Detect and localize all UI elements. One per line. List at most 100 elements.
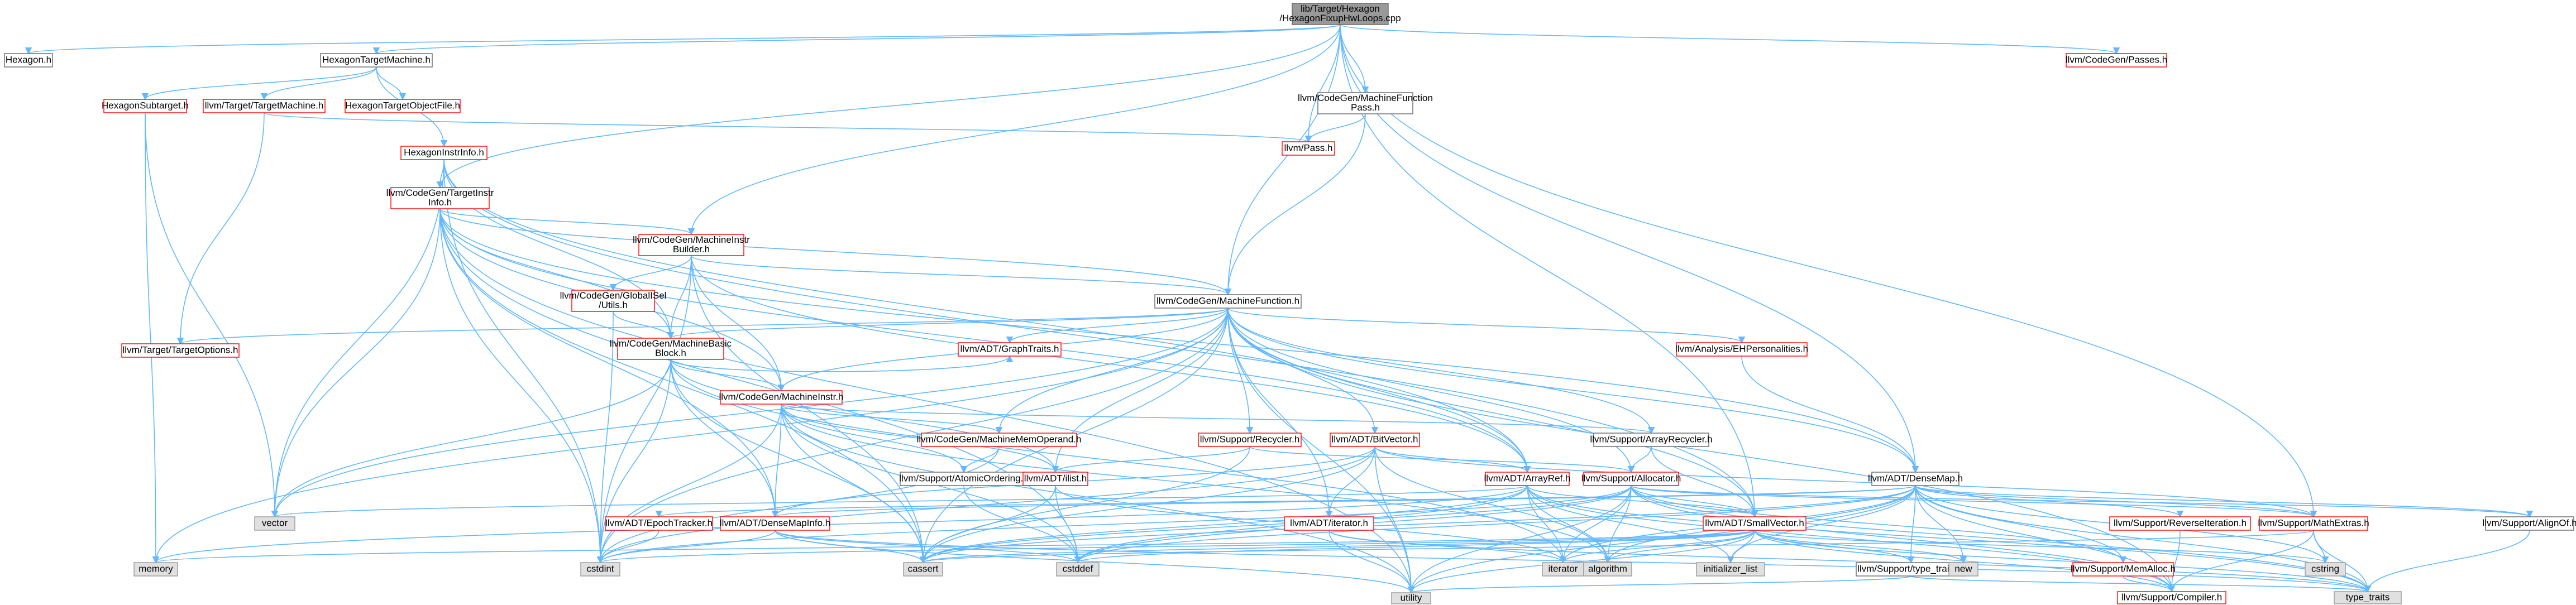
node-array_recycler[interactable]: llvm/Support/ArrayRecycler.h — [1590, 433, 1713, 447]
node-label: llvm/ADT/GraphTraits.h — [960, 344, 1059, 354]
node-label: Hexagon.h — [6, 55, 51, 65]
node-machine_mem_operand[interactable]: llvm/CodeGen/MachineMemOperand.h — [917, 433, 1082, 447]
node-cassert[interactable]: cassert — [903, 562, 943, 577]
node-label: Block.h — [655, 348, 686, 358]
edge-small_vector-to-cstddef — [1074, 530, 1755, 564]
node-codegen_passes[interactable]: llvm/CodeGen/Passes.h — [2066, 53, 2167, 68]
node-eh_personalities[interactable]: llvm/Analysis/EHPersonalities.h — [1675, 342, 1808, 357]
node-box — [1703, 516, 1806, 531]
node-new[interactable]: new — [1948, 562, 1978, 577]
node-hexagon_subtarget[interactable]: HexagonSubtarget.h — [102, 99, 189, 113]
edge-root-to-hexagon_target_machine — [373, 24, 1341, 55]
edge-hexagon_subtarget-to-memory — [145, 112, 160, 564]
node-box — [1154, 294, 1302, 309]
node-label: Info.h — [428, 197, 452, 208]
edge-small_vector-to-algorithm — [1604, 530, 1755, 564]
edge-root-to-target_instr_info — [436, 24, 1341, 189]
node-iterator[interactable]: iterator — [1542, 562, 1584, 577]
node-alignof[interactable]: llvm/Support/AlignOf.h — [2482, 516, 2576, 531]
edge-hexagon_target_machine-to-hexagon_subtarget — [141, 66, 377, 100]
edge-machine_function-to-target_options — [177, 308, 1229, 345]
node-type_traits_h[interactable]: llvm/Support/type_traits.h — [1856, 562, 1966, 577]
edge-target_instr_info-to-utility — [439, 208, 1415, 594]
edge-globalisel_utils-to-machine_basic_block — [613, 311, 675, 339]
node-type_traits[interactable]: type_traits — [2334, 591, 2402, 604]
node-target_machine[interactable]: llvm/Target/TargetMachine.h — [203, 99, 326, 113]
node-box — [103, 99, 187, 113]
node-adt_iterator[interactable]: llvm/ADT/iterator.h — [1284, 516, 1374, 531]
node-vector[interactable]: vector — [254, 516, 295, 531]
node-pass_h[interactable]: llvm/Pass.h — [1282, 141, 1335, 156]
node-box — [1583, 562, 1632, 577]
node-box — [1676, 342, 1808, 357]
edge-machine_instr-to-dense_map_info — [771, 404, 782, 518]
edge-machine_function-to-bitvector — [1227, 308, 1379, 434]
edge-machine_instr-to-ilist — [781, 404, 1059, 473]
edge-machine_function-to-utility — [1227, 308, 1415, 594]
node-graph_traits[interactable]: llvm/ADT/GraphTraits.h — [958, 342, 1062, 357]
node-label: llvm/Pass.h — [1284, 143, 1333, 153]
node-hexagon_target_object_file[interactable]: HexagonTargetObjectFile.h — [345, 99, 461, 113]
node-algorithm[interactable]: algorithm — [1583, 562, 1632, 577]
node-label: llvm/Support/AlignOf.h — [2482, 518, 2576, 529]
node-label: llvm/ADT/iterator.h — [1290, 518, 1368, 529]
node-math_extras[interactable]: llvm/Support/MathExtras.h — [2258, 516, 2369, 531]
edge-machine_instr-to-atomic_ordering — [781, 404, 968, 473]
node-hexagon_h[interactable]: Hexagon.h — [4, 53, 53, 68]
node-atomic_ordering[interactable]: llvm/Support/AtomicOrdering.h — [899, 472, 1029, 486]
edge-adt_iterator-to-utility — [1328, 530, 1415, 594]
edge-machine_instr-to-algorithm — [781, 404, 1612, 564]
node-array_ref[interactable]: llvm/ADT/ArrayRef.h — [1484, 472, 1571, 486]
node-cstdint[interactable]: cstdint — [580, 562, 620, 577]
edge-alignof-to-type_traits — [2364, 530, 2530, 593]
node-recycler[interactable]: llvm/Support/Recycler.h — [1198, 433, 1302, 447]
node-globalisel_utils[interactable]: llvm/CodeGen/GlobalISel/Utils.h — [560, 290, 667, 312]
node-epoch_tracker[interactable]: llvm/ADT/EpochTracker.h — [605, 516, 713, 531]
edge-machine_basic_block-to-graph_traits — [670, 355, 1014, 372]
node-bitvector[interactable]: llvm/ADT/BitVector.h — [1330, 433, 1420, 447]
node-label: Builder.h — [673, 244, 710, 255]
node-hexagon_instr_info[interactable]: HexagonInstrInfo.h — [400, 146, 488, 160]
edge-array_recycler-to-small_vector — [1651, 446, 1758, 518]
node-label: llvm/Support/ReverseIteration.h — [2114, 518, 2247, 529]
edge-machine_instr_builder-to-cassert — [691, 255, 927, 564]
node-utility[interactable]: utility — [1391, 592, 1431, 604]
node-box — [2334, 591, 2402, 604]
node-dense_map[interactable]: llvm/ADT/DenseMap.h — [1868, 472, 1963, 486]
node-hexagon_target_machine[interactable]: HexagonTargetMachine.h — [320, 53, 433, 68]
node-machine_instr[interactable]: llvm/CodeGen/MachineInstr.h — [719, 390, 844, 405]
edge-small_vector-to-cstdint — [597, 530, 1755, 564]
edge-type_traits_h-to-type_traits — [1910, 575, 2371, 593]
edge-target_instr_info-to-cstddef — [439, 208, 1082, 564]
node-ilist[interactable]: llvm/ADT/ilist.h — [1022, 472, 1088, 486]
edge-array_ref-to-memory — [152, 485, 1528, 564]
node-label: cstddef — [1063, 564, 1093, 574]
node-allocator[interactable]: llvm/Support/Allocator.h — [1581, 472, 1681, 486]
node-compiler[interactable]: llvm/Support/Compiler.h — [2117, 591, 2226, 604]
node-cstring[interactable]: cstring — [2305, 562, 2346, 577]
node-target_options[interactable]: llvm/Target/TargetOptions.h — [121, 343, 240, 358]
node-dense_map_info[interactable]: llvm/ADT/DenseMapInfo.h — [720, 516, 830, 531]
edge-target_instr_info-to-machine_basic_block — [439, 208, 675, 339]
node-box — [958, 342, 1062, 357]
edge-dense_map-to-epoch_tracker — [656, 485, 1916, 518]
node-reverse_iteration[interactable]: llvm/Support/ReverseIteration.h — [2109, 516, 2251, 531]
node-memory[interactable]: memory — [133, 562, 178, 577]
node-box — [2259, 516, 2368, 531]
node-machine_function[interactable]: llvm/CodeGen/MachineFunction.h — [1154, 294, 1302, 309]
node-cstddef[interactable]: cstddef — [1056, 562, 1100, 577]
edge-array_ref-to-vector — [271, 485, 1528, 518]
node-initializer_list[interactable]: initializer_list — [1696, 562, 1765, 577]
node-label: llvm/CodeGen/Passes.h — [2066, 55, 2167, 65]
edge-machine_instr-to-cassert — [781, 404, 927, 564]
node-label: llvm/Analysis/EHPersonalities.h — [1675, 344, 1808, 354]
node-small_vector[interactable]: llvm/ADT/SmallVector.h — [1703, 516, 1806, 531]
node-box — [2117, 591, 2226, 604]
node-mem_alloc[interactable]: llvm/Support/MemAlloc.h — [2071, 562, 2176, 577]
edge-dense_map_info-to-type_traits — [775, 530, 2371, 593]
edge-machine_function-to-machine_mem_operand — [995, 308, 1229, 434]
